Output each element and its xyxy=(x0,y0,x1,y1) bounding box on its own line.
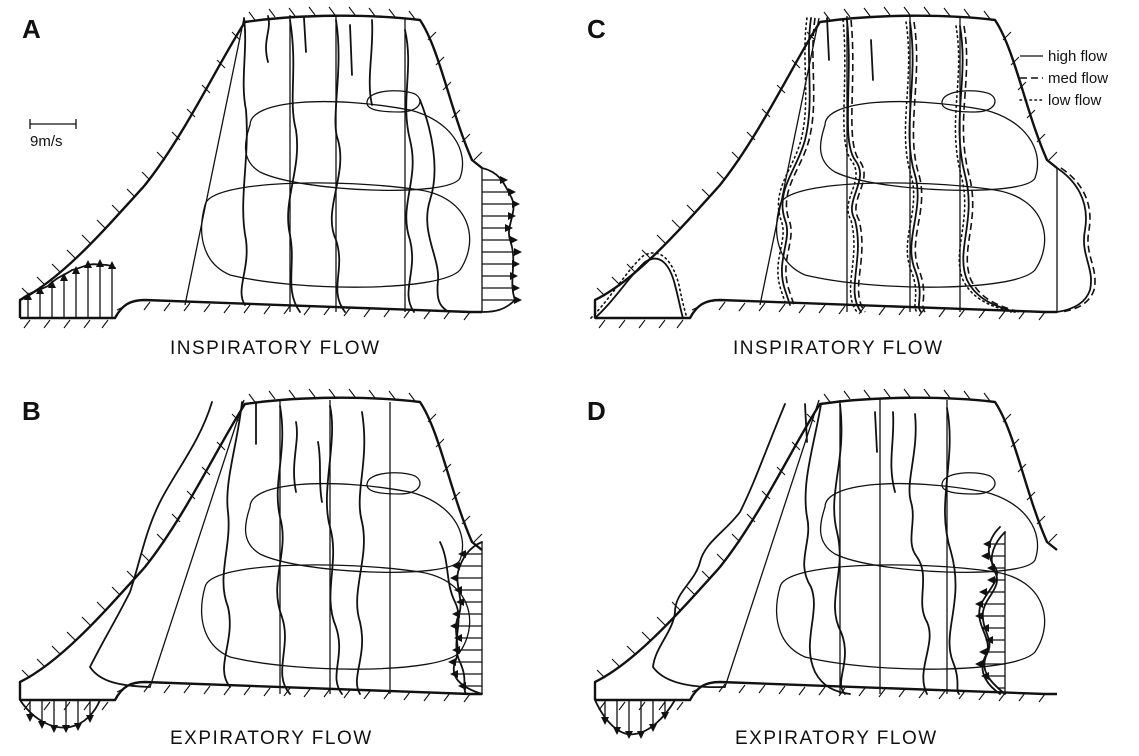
nasal-cavity-outline xyxy=(20,389,482,710)
nasal-cavity-outline xyxy=(595,7,1057,328)
scale-bar: 9m/s xyxy=(30,119,76,150)
legend-item-med-flow: med flow xyxy=(1020,70,1108,87)
panel-a: A xyxy=(20,7,522,359)
scale-bar-label: 9m/s xyxy=(30,133,63,150)
panel-caption: INSPIRATORY FLOW xyxy=(170,338,381,359)
velocity-profiles xyxy=(241,16,446,312)
panel-caption: EXPIRATORY FLOW xyxy=(735,728,938,749)
panel-label: B xyxy=(22,396,41,426)
svg-text:high flow: high flow xyxy=(1048,48,1107,65)
velocity-profiles xyxy=(90,402,466,694)
svg-text:med flow: med flow xyxy=(1048,70,1108,87)
section-lines xyxy=(725,398,947,694)
section-lines xyxy=(150,400,390,694)
legend-item-high-flow: high flow xyxy=(1020,48,1107,65)
outlet-arrows xyxy=(482,168,522,312)
legend: high flow med flow low flow xyxy=(1020,48,1108,109)
inlet-profile xyxy=(591,253,687,318)
svg-text:low flow: low flow xyxy=(1048,92,1102,109)
legend-item-low-flow: low flow xyxy=(1020,92,1102,109)
panel-b: B EXPIRATORY FLOW xyxy=(20,389,482,749)
panel-label: D xyxy=(587,396,606,426)
inlet-arrows xyxy=(595,700,675,739)
inlet-arrows xyxy=(20,259,116,318)
panel-c: C xyxy=(587,7,1108,359)
panel-caption: INSPIRATORY FLOW xyxy=(733,338,944,359)
panel-caption: EXPIRATORY FLOW xyxy=(170,728,373,749)
panel-label: C xyxy=(587,14,606,44)
velocity-profiles xyxy=(653,404,1000,694)
panel-d: D EXPIRATORY FLOW xyxy=(587,389,1057,749)
nasal-cavity-outline xyxy=(595,389,1057,710)
panel-label: A xyxy=(22,14,41,44)
